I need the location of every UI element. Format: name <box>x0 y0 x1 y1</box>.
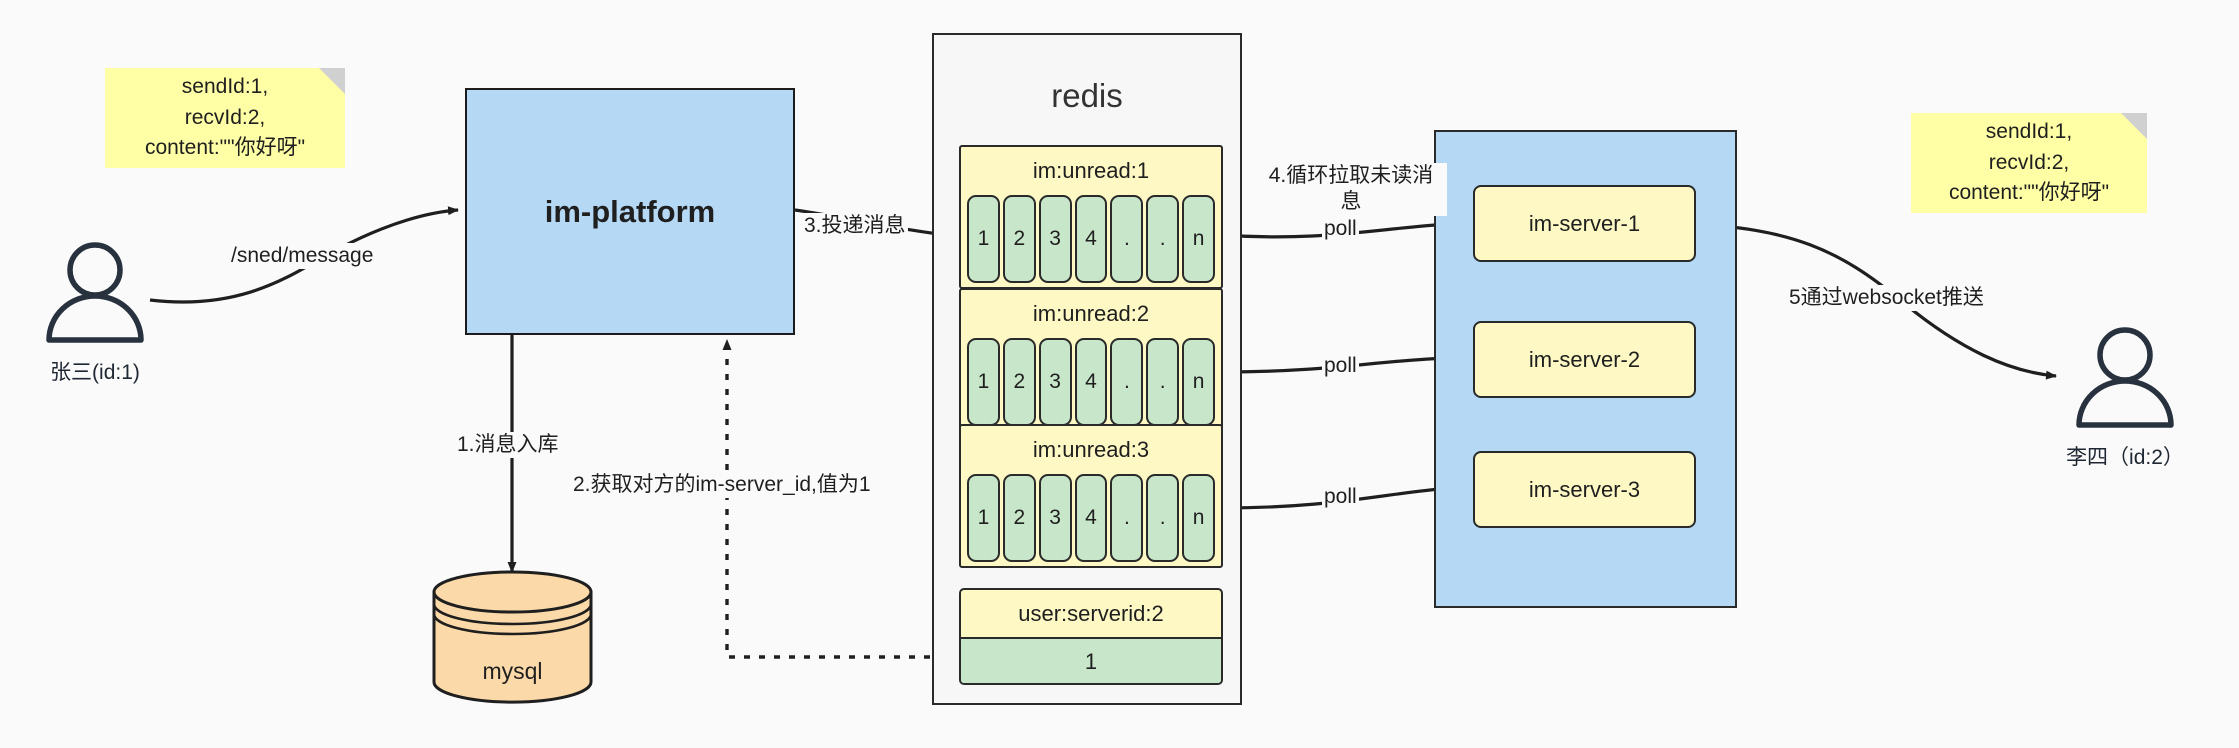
queue-cell: 4 <box>1074 195 1108 283</box>
queue-cells: 1 2 3 4 . . n <box>961 195 1221 289</box>
queue-cell: . <box>1110 338 1144 426</box>
receiver-note-text: sendId:1, recvId:2, content:""你好呀" <box>1948 120 2110 205</box>
note-fold-icon <box>319 68 345 94</box>
queue-key-label: im:unread:3 <box>1032 437 1150 462</box>
receiver-message-note: sendId:1, recvId:2, content:""你好呀" <box>1911 113 2147 213</box>
actor-receiver: 李四（id:2） <box>2065 325 2185 471</box>
actor-receiver-label: 李四（id:2） <box>2066 446 2184 469</box>
sender-note-text: sendId:1, recvId:2, content:""你好呀" <box>144 75 306 160</box>
user-icon <box>2076 327 2174 428</box>
queue-cell: n <box>1182 195 1216 283</box>
edge-label-step4: 4.循环拉取未读消 息 <box>1255 163 1447 216</box>
redis-queue-im-unread-1[interactable]: im:unread:1 1 2 3 4 . . n <box>959 145 1223 289</box>
queue-cell: 1 <box>967 474 1000 562</box>
im-platform-node[interactable]: im-platform <box>465 88 795 335</box>
edge-label-step2: 2.获取对方的im-server_id,值为1 <box>571 472 873 499</box>
queue-cell: 2 <box>1002 338 1036 426</box>
redis-queue-im-unread-2[interactable]: im:unread:2 1 2 3 4 . . n <box>959 288 1223 432</box>
queue-cell: n <box>1182 474 1216 562</box>
edge-label-poll-3: poll <box>1322 484 1359 511</box>
queue-key-label: im:unread:2 <box>1032 301 1150 326</box>
edge-label-send-message: /sned/message <box>229 243 376 270</box>
queue-cell: 3 <box>1038 474 1072 562</box>
im-server-1-node[interactable]: im-server-1 <box>1473 185 1696 262</box>
im-server-2-label: im-server-2 <box>1528 346 1641 372</box>
queue-cell: . <box>1146 474 1180 562</box>
edge-serverid-to-platform <box>722 339 960 659</box>
edge-label-step3: 3.投递消息 <box>802 213 908 240</box>
edge-label-poll-2: poll <box>1322 353 1359 380</box>
queue-cell: n <box>1182 338 1216 426</box>
redis-queue-im-unread-3[interactable]: im:unread:3 1 2 3 4 . . n <box>959 424 1223 568</box>
queue-cells: 1 2 3 4 . . n <box>961 474 1221 568</box>
edge-label-step5: 5通过websocket推送 <box>1787 285 1986 312</box>
queue-cell: 3 <box>1038 195 1072 283</box>
im-server-2-node[interactable]: im-server-2 <box>1473 321 1696 398</box>
queue-cell: 4 <box>1074 474 1108 562</box>
queue-cell: . <box>1146 195 1180 283</box>
queue-cell: 2 <box>1002 195 1036 283</box>
queue-cell: 4 <box>1074 338 1108 426</box>
queue-key-label: im:unread:1 <box>1032 158 1150 183</box>
queue-cell: . <box>1110 195 1144 283</box>
edge-label-step1: 1.消息入库 <box>455 432 561 459</box>
edge-label-poll-1: poll <box>1322 216 1359 243</box>
im-server-1-label: im-server-1 <box>1528 210 1641 236</box>
redis-title: redis <box>1051 77 1123 114</box>
queue-cell: . <box>1146 338 1180 426</box>
mysql-label: mysql <box>482 658 543 684</box>
redis-kv-user-serverid[interactable]: user:serverid:2 1 <box>959 588 1223 685</box>
im-platform-label: im-platform <box>544 193 716 229</box>
queue-cell: 1 <box>967 195 1000 283</box>
queue-cell: . <box>1110 474 1144 562</box>
queue-cells: 1 2 3 4 . . n <box>961 338 1221 432</box>
im-server-3-label: im-server-3 <box>1528 476 1641 502</box>
note-fold-icon <box>2121 113 2147 139</box>
actor-sender: 张三(id:1) <box>35 240 155 386</box>
queue-cell: 3 <box>1038 338 1072 426</box>
queue-cell: 2 <box>1002 474 1036 562</box>
user-icon <box>46 242 144 343</box>
sender-message-note: sendId:1, recvId:2, content:""你好呀" <box>105 68 345 168</box>
kv-value-label: 1 <box>961 637 1221 683</box>
actor-sender-label: 张三(id:1) <box>50 361 140 384</box>
queue-cell: 1 <box>967 338 1000 426</box>
im-server-3-node[interactable]: im-server-3 <box>1473 451 1696 528</box>
mysql-node[interactable]: mysql <box>430 570 595 705</box>
database-cylinder-icon <box>432 570 593 704</box>
kv-key-label: user:serverid:2 <box>1018 600 1164 626</box>
